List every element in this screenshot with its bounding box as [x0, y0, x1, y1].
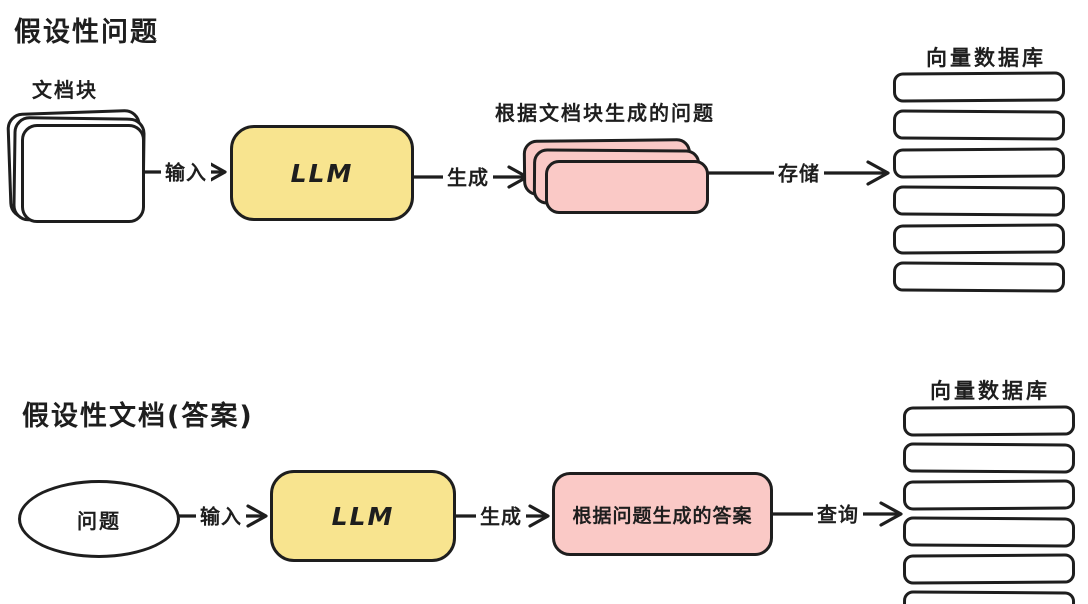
- generated-questions-label: 根据文档块生成的问题: [495, 101, 715, 125]
- llm-box-bottom: LLM: [270, 470, 456, 562]
- db-bar: [892, 223, 1066, 255]
- db-bar: [902, 590, 1076, 604]
- question-ellipse-label: 问题: [77, 508, 121, 533]
- db-bar: [892, 261, 1066, 293]
- llm-box-top: LLM: [230, 125, 414, 221]
- vector-db-label-bottom: 向量数据库: [930, 379, 1050, 403]
- generated-answer-label: 根据问题生成的答案: [572, 504, 753, 527]
- db-bar: [902, 516, 1076, 548]
- arrow-label-top-input: 输入: [161, 156, 211, 186]
- arrow-bottom-generate-head: [528, 504, 550, 528]
- arrow-label-top-store: 存储: [774, 157, 824, 187]
- llm-label-top: LLM: [290, 158, 354, 188]
- arrow-bottom-query-head: [879, 501, 903, 527]
- db-bar: [892, 185, 1066, 217]
- db-bar: [892, 71, 1066, 103]
- db-bar: [902, 405, 1076, 437]
- db-bar: [902, 442, 1076, 474]
- bottom-flow-title: 假设性文档(答案): [22, 401, 254, 432]
- arrow-bottom-input-head: [246, 504, 268, 528]
- vector-db-bottom: [902, 405, 1076, 604]
- db-bar: [902, 553, 1076, 585]
- db-bar: [892, 109, 1066, 141]
- db-bar: [892, 147, 1066, 179]
- arrow-label-bottom-generate: 生成: [476, 500, 526, 530]
- llm-label-bottom: LLM: [331, 501, 395, 531]
- generated-answer-box: 根据问题生成的答案: [552, 472, 773, 556]
- db-bar: [902, 479, 1076, 511]
- arrow-top-store-head: [866, 160, 890, 186]
- top-flow-title: 假设性问题: [14, 17, 159, 48]
- vector-db-label-top: 向量数据库: [926, 46, 1046, 70]
- doc-chunk-card-front: [21, 124, 145, 223]
- doc-stack-label: 文档块: [32, 78, 98, 102]
- arrow-label-top-generate: 生成: [443, 161, 493, 191]
- vector-db-top: [892, 71, 1066, 293]
- arrow-label-bottom-input: 输入: [196, 500, 246, 530]
- arrow-label-bottom-query: 查询: [813, 498, 863, 528]
- question-card-front: [545, 160, 709, 214]
- question-ellipse: 问题: [18, 480, 180, 558]
